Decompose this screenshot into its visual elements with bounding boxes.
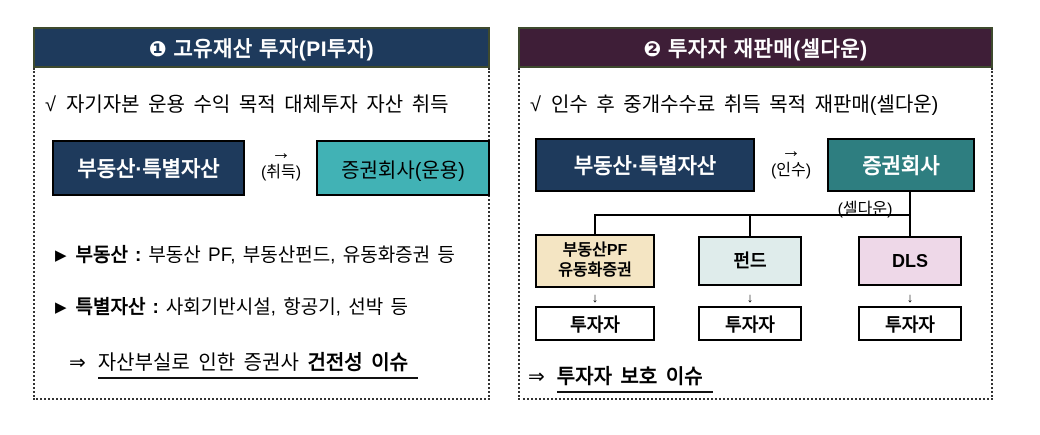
right-arrow-icon: → bbox=[781, 140, 801, 162]
left-flow-arrow: → (취득) bbox=[249, 142, 313, 182]
left-flow-source-box: 부동산·특별자산 bbox=[52, 140, 245, 196]
triangle-bullet-icon: ▶ bbox=[55, 299, 67, 316]
panel-pi-investment: ❶ 고유재산 투자(PI투자) √ 자기자본 운용 수익 목적 대체투자 자산 취… bbox=[33, 27, 490, 400]
down-arrow-icon: ↓ bbox=[591, 290, 599, 305]
left-panel-body: √ 자기자본 운용 수익 목적 대체투자 자산 취득 부동산·특별자산 → (취득… bbox=[33, 68, 490, 400]
right-flow-target-box: 증권회사 bbox=[827, 138, 975, 192]
left-flow-target-label: 증권회사(운용) bbox=[341, 159, 465, 182]
panel-sell-down: ❷ 투자자 재판매(셀다운) √ 인수 후 중개수수료 취득 목적 재판매(셀다운… bbox=[518, 27, 993, 400]
bullet-desc: 부동산 PF, 부동산펀드, 유동화증권 등 bbox=[148, 245, 455, 266]
right-panel-body: √ 인수 후 중개수수료 취득 목적 재판매(셀다운) 부동산·특별자산 → (인… bbox=[518, 68, 993, 400]
product-box-fund: 펀드 bbox=[698, 236, 802, 286]
product-label-line1: DLS bbox=[892, 250, 928, 271]
left-conclusion-line: ⇒ 자산부실로 인한 증권사 건전성 이슈 bbox=[69, 346, 419, 379]
left-flow-source-label: 부동산·특별자산 bbox=[77, 158, 220, 181]
double-arrow-icon: ⇒ bbox=[528, 366, 545, 388]
bullet-special-assets: ▶ 특별자산: 사회기반시설, 항공기, 선박 등 bbox=[55, 292, 408, 319]
triangle-bullet-icon: ▶ bbox=[55, 247, 67, 264]
left-arrow-caption: (취득) bbox=[260, 164, 302, 181]
left-conclusion-plain: 자산부실로 인한 증권사 bbox=[97, 352, 299, 374]
right-panel-title: ❷ 투자자 재판매(셀다운) bbox=[643, 37, 868, 61]
right-conclusion-emphasis: 투자자 보호 이슈 bbox=[556, 366, 713, 393]
check-icon: √ bbox=[530, 94, 541, 116]
connector-stub-left bbox=[594, 214, 596, 236]
right-flow-source-box: 부동산·특별자산 bbox=[535, 138, 755, 192]
connector-horizontal-branch bbox=[594, 214, 911, 216]
investor-box: 투자자 bbox=[698, 306, 802, 341]
left-panel-header: ❶ 고유재산 투자(PI투자) bbox=[33, 27, 490, 68]
right-panel-header: ❷ 투자자 재판매(셀다운) bbox=[518, 27, 993, 68]
product-label-line2: 유동화증권 bbox=[558, 262, 632, 279]
right-flow-arrow: → (인수) bbox=[758, 140, 824, 180]
left-flow-target-box: 증권회사(운용) bbox=[316, 140, 490, 196]
bullet-separator: : bbox=[152, 297, 159, 318]
product-label-line1: 펀드 bbox=[733, 250, 767, 271]
left-check-text: 자기자본 운용 수익 목적 대체투자 자산 취득 bbox=[65, 94, 449, 116]
left-conclusion-text: 자산부실로 인한 증권사 건전성 이슈 bbox=[97, 352, 419, 379]
investor-box: 투자자 bbox=[535, 306, 655, 341]
left-panel-title: ❶ 고유재산 투자(PI투자) bbox=[148, 37, 375, 61]
bullet-separator: : bbox=[135, 245, 142, 266]
investor-label: 투자자 bbox=[885, 314, 935, 335]
product-label-line1: 부동산PF bbox=[562, 242, 628, 259]
right-check-line: √ 인수 후 중개수수료 취득 목적 재판매(셀다운) bbox=[530, 88, 938, 117]
investor-label: 투자자 bbox=[725, 314, 775, 335]
sell-down-caption: (셀다운) bbox=[837, 201, 893, 218]
investor-box: 투자자 bbox=[858, 306, 962, 341]
double-arrow-icon: ⇒ bbox=[69, 352, 86, 374]
right-check-text: 인수 후 중개수수료 취득 목적 재판매(셀다운) bbox=[550, 94, 939, 116]
bullet-term: 특별자산 bbox=[75, 297, 146, 318]
bullet-term: 부동산 bbox=[75, 245, 128, 266]
right-arrow-icon: → bbox=[271, 142, 291, 164]
right-flow-source-label: 부동산·특별자산 bbox=[573, 155, 717, 178]
right-flow-target-label: 증권회사 bbox=[862, 155, 940, 178]
product-box-dls: DLS bbox=[858, 236, 962, 286]
check-icon: √ bbox=[45, 94, 56, 116]
connector-stub-middle bbox=[749, 214, 751, 238]
left-conclusion-emphasis: 건전성 이슈 bbox=[307, 352, 409, 374]
down-arrow-icon: ↓ bbox=[746, 290, 754, 305]
right-conclusion-line: ⇒ 투자자 보호 이슈 bbox=[528, 360, 713, 393]
product-box-pf-abs: 부동산PF 유동화증권 bbox=[535, 234, 655, 288]
bullet-real-estate: ▶ 부동산: 부동산 PF, 부동산펀드, 유동화증권 등 bbox=[55, 240, 455, 267]
left-check-line: √ 자기자본 운용 수익 목적 대체투자 자산 취득 bbox=[45, 88, 449, 117]
investor-label: 투자자 bbox=[570, 314, 620, 335]
right-arrow-caption: (인수) bbox=[770, 162, 812, 179]
down-arrow-icon: ↓ bbox=[906, 290, 914, 305]
bullet-desc: 사회기반시설, 항공기, 선박 등 bbox=[165, 297, 408, 318]
